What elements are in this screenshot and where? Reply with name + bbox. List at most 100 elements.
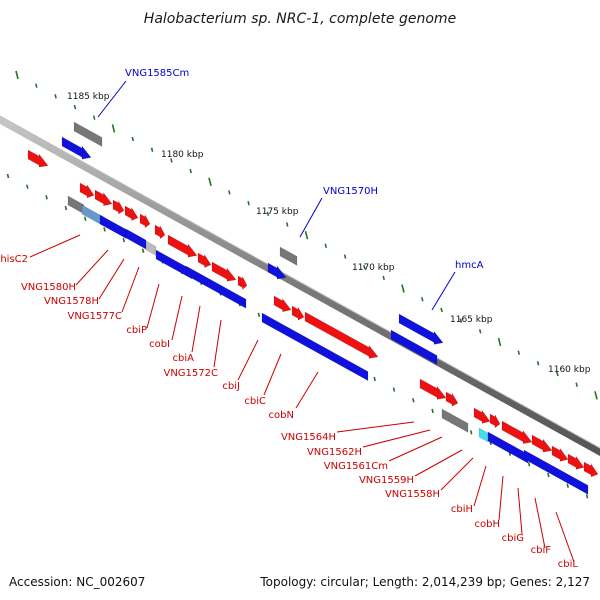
- scale-tick: [35, 83, 38, 88]
- scale-tick: [497, 337, 502, 347]
- gene-label-vng1570h[interactable]: VNG1570H: [323, 186, 378, 197]
- scale-tick: [257, 312, 261, 318]
- gene-vng1577c[interactable]: [112, 199, 125, 215]
- gene-cbip-blue[interactable]: [125, 228, 147, 250]
- scale-tick: [141, 248, 145, 253]
- scale-tick: [103, 227, 106, 232]
- connector-vng1559h: [414, 449, 463, 477]
- scale-tick: [266, 211, 270, 217]
- scale-tick: [45, 195, 48, 200]
- gene-cbia-blue[interactable]: [185, 265, 247, 309]
- gene-vng1559h-r[interactable]: [473, 407, 491, 424]
- connector-cbih: [473, 465, 487, 507]
- gene-label-cbip[interactable]: cbiP: [126, 325, 147, 336]
- gene-label-hmca[interactable]: hmcA: [455, 260, 484, 271]
- gene-label-vng1562h[interactable]: VNG1562H: [307, 447, 362, 458]
- gene-cobn-r2[interactable]: [304, 311, 379, 359]
- gene-hmca-2[interactable]: [390, 329, 438, 366]
- gene-cbip-gray[interactable]: [145, 240, 157, 257]
- connector-vng1578h: [98, 258, 125, 300]
- gene-label-cbia[interactable]: cbiA: [173, 353, 195, 364]
- scale-tick: [431, 408, 434, 414]
- gene-cbip-r[interactable]: [124, 205, 139, 222]
- gene-cobi-blue[interactable]: [155, 249, 193, 280]
- gene-label-vng1580h[interactable]: VNG1580H: [21, 282, 76, 293]
- gene-cobh-r[interactable]: [531, 434, 553, 453]
- gene-vng1578h[interactable]: [94, 189, 113, 207]
- gene-vng1585cm-gray[interactable]: [73, 121, 103, 148]
- gene-vng1562h-r[interactable]: [445, 391, 459, 407]
- gene-cobn-r[interactable]: [291, 305, 305, 321]
- scale-tick: [83, 216, 87, 221]
- gene-cobn-blue[interactable]: [261, 312, 369, 382]
- gene-cbip-r2[interactable]: [139, 213, 151, 229]
- gene-cbia-r[interactable]: [167, 234, 198, 258]
- gene-label-vng1559h[interactable]: VNG1559H: [359, 475, 414, 486]
- gene-hmca[interactable]: [398, 313, 444, 345]
- scale-tick: [412, 398, 415, 403]
- gene-label-vng1578h[interactable]: VNG1578H: [44, 296, 99, 307]
- gene-cobi-r[interactable]: [154, 224, 166, 240]
- gene-vng1580h[interactable]: [79, 182, 95, 199]
- map-title: Halobacterium sp. NRC-1, complete genome: [144, 11, 456, 27]
- scale-tick: [585, 494, 589, 499]
- gene-vng1558h-rna[interactable]: [478, 427, 489, 443]
- gene-hisc2[interactable]: [27, 149, 49, 168]
- gene-vng1572c-r[interactable]: [197, 252, 212, 269]
- gene-cbig-r[interactable]: [551, 445, 569, 462]
- gene-label-vng1585cm[interactable]: VNG1585Cm: [125, 68, 189, 79]
- gene-vng1570h-gray[interactable]: [279, 246, 298, 266]
- scale-tick: [517, 350, 521, 355]
- gene-vng1585cm[interactable]: [61, 136, 92, 160]
- gene-vng1564h-r[interactable]: [419, 378, 447, 400]
- scale-label-1175: 1175 kbp: [256, 207, 299, 217]
- gene-cbif-r[interactable]: [567, 453, 585, 470]
- gene-label-vng1572c[interactable]: VNG1572C: [163, 368, 218, 379]
- gene-label-vng1558h[interactable]: VNG1558H: [385, 489, 440, 500]
- gene-label-cbig[interactable]: cbiG: [502, 533, 524, 544]
- connector-cbia: [191, 305, 201, 353]
- accession-text: Accession: NC_002607: [9, 575, 145, 589]
- gene-label-cobh[interactable]: cobH: [475, 519, 500, 530]
- gene-vng1577c-blue[interactable]: [99, 214, 127, 239]
- gene-cbih-blue[interactable]: [487, 431, 529, 464]
- scale-tick: [92, 115, 96, 120]
- scale-labels: 1185 kbp 1180 kbp 1175 kbp 1170 kbp 1165…: [67, 92, 591, 375]
- gene-cobh-blue[interactable]: [523, 449, 589, 495]
- scale-tick: [324, 243, 328, 249]
- gene-label-vng1561cm[interactable]: VNG1561Cm: [324, 461, 388, 472]
- gene-cbih-r[interactable]: [501, 420, 533, 444]
- gene-vng1580h-gray[interactable]: [67, 195, 85, 215]
- gene-label-cbih[interactable]: cbiH: [451, 504, 473, 515]
- gene-vng1570h[interactable]: [267, 262, 287, 280]
- gene-cbic-r2[interactable]: [273, 295, 292, 313]
- scale-label-1185: 1185 kbp: [67, 92, 110, 102]
- gene-cbij-r[interactable]: [211, 261, 237, 282]
- connector-cobh: [498, 475, 504, 521]
- gene-label-vng1564h[interactable]: VNG1564H: [281, 432, 336, 443]
- topology-text: Topology: circular; Length: 2,014,239 bp…: [259, 575, 590, 589]
- connector-vng1561cm: [388, 436, 443, 462]
- gene-label-cobi[interactable]: cobI: [149, 339, 170, 350]
- connector-vng1570h: [299, 197, 323, 238]
- gene-label-hisc2[interactable]: hisC2: [0, 254, 28, 265]
- gene-label-cbil[interactable]: cbiL: [558, 559, 579, 570]
- scale-tick: [392, 387, 396, 392]
- connector-cobn: [295, 371, 319, 409]
- gene-label-cbif[interactable]: cbiF: [531, 545, 552, 556]
- scale-tick: [478, 329, 482, 334]
- gene-features: [27, 121, 599, 495]
- gene-label-cobn[interactable]: cobN: [269, 410, 294, 421]
- gene-label-cbic[interactable]: cbiC: [244, 396, 266, 407]
- gene-label-vng1577c[interactable]: VNG1577C: [67, 311, 122, 322]
- scale-tick: [189, 168, 192, 174]
- scale-tick: [247, 200, 250, 206]
- gene-cbic-r[interactable]: [237, 275, 248, 291]
- gene-vng1561cm-gray[interactable]: [441, 408, 469, 433]
- scale-tick: [15, 70, 19, 80]
- label-connectors: [29, 80, 575, 563]
- gene-vng1558h-r[interactable]: [489, 413, 501, 429]
- gene-cbil-r[interactable]: [583, 461, 599, 478]
- gene-label-cbij[interactable]: cbiJ: [222, 381, 240, 392]
